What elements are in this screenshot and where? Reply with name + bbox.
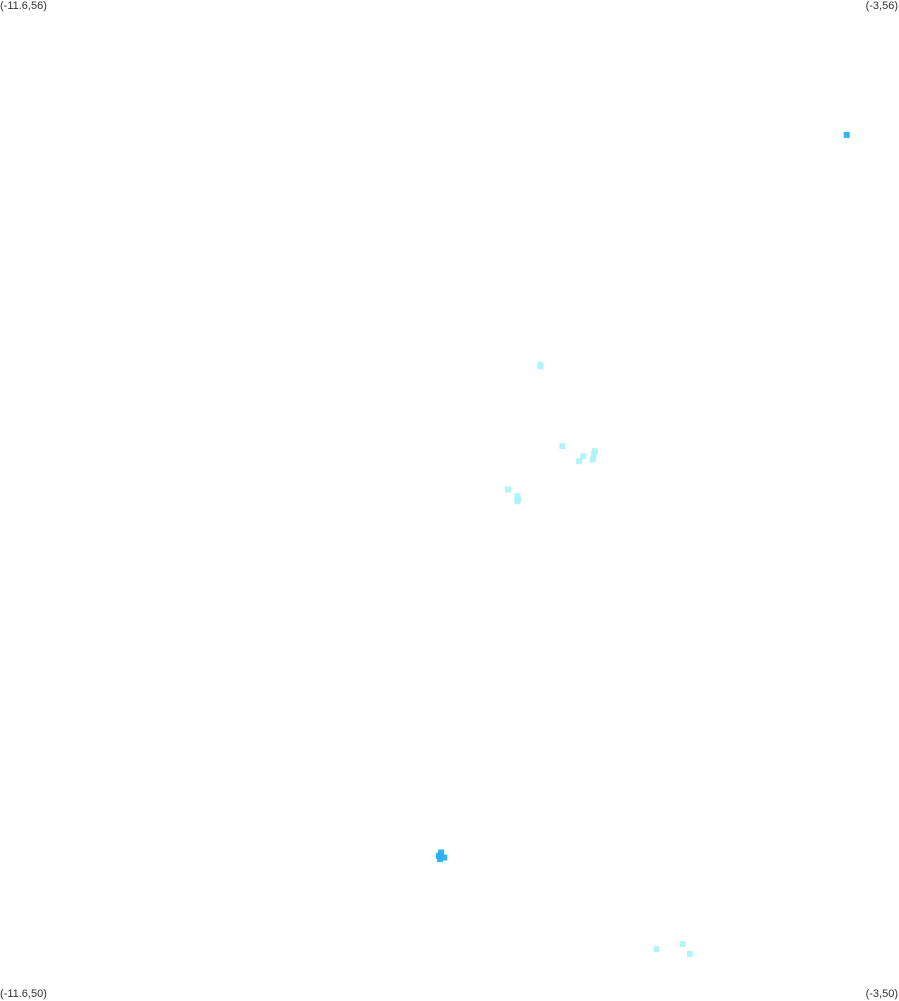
map-marker-10[interactable]	[505, 486, 511, 493]
markers-layer	[436, 131, 850, 957]
map-marker-13[interactable]	[514, 498, 521, 505]
map-marker-9[interactable]	[591, 448, 598, 455]
map-marker-7[interactable]	[590, 451, 597, 458]
map-marker-18[interactable]	[653, 946, 660, 953]
map-marker-17[interactable]	[437, 856, 444, 863]
map-marker-6[interactable]	[580, 453, 587, 460]
map-marker-19[interactable]	[679, 941, 686, 948]
corner-label-top-left: (-11.6,56)	[0, 0, 47, 12]
map-marker-3[interactable]	[537, 363, 544, 370]
corner-label-bottom-left: (-11.6,50)	[0, 988, 47, 1000]
map-marker-20[interactable]	[686, 951, 693, 957]
corner-label-bottom-right: (-3,50)	[865, 988, 898, 1000]
map-marker-14[interactable]	[436, 852, 442, 859]
map-marker-11[interactable]	[514, 493, 521, 500]
map-marker-8[interactable]	[589, 456, 596, 463]
map-marker-5[interactable]	[576, 458, 583, 465]
map-marker-1[interactable]	[843, 131, 850, 138]
map-marker-16[interactable]	[441, 854, 448, 861]
map-marker-4[interactable]	[559, 443, 566, 450]
corner-label-top-right: (-3,56)	[865, 0, 898, 12]
map-marker-15[interactable]	[438, 849, 445, 856]
